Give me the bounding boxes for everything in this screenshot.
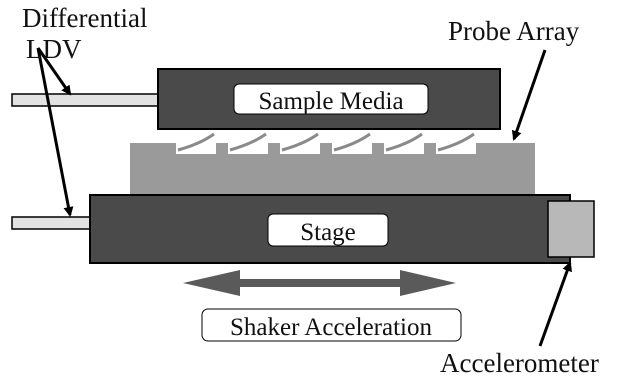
shaker-acceleration-label-box: [201, 308, 462, 342]
accelerometer-pointer: [538, 261, 572, 347]
sample-media-label-box: [233, 83, 429, 115]
ldv-pointer-lower: [36, 47, 74, 217]
probe-array-pointer: [511, 49, 547, 141]
probe-array-label: Probe Array: [448, 16, 580, 46]
ldv-beam-lower: [11, 216, 93, 230]
accelerometer-block: [547, 200, 595, 258]
stage-block: [89, 194, 571, 264]
ldv-pointer-upper: [36, 47, 72, 96]
differential-ldv-label-line1: Differential: [22, 3, 147, 33]
stage-label: Stage: [300, 219, 356, 246]
shaker-double-arrow: [183, 270, 456, 296]
shaker-acceleration-label: Shaker Acceleration: [230, 314, 432, 341]
ldv-beam-upper: [11, 93, 159, 107]
stage-label-box: [267, 213, 389, 247]
differential-ldv-label-line2: LDV: [26, 34, 82, 64]
accelerometer-label: Accelerometer: [440, 348, 599, 378]
sample-media-label: Sample Media: [258, 88, 403, 115]
probe-array-tips: [176, 132, 476, 154]
